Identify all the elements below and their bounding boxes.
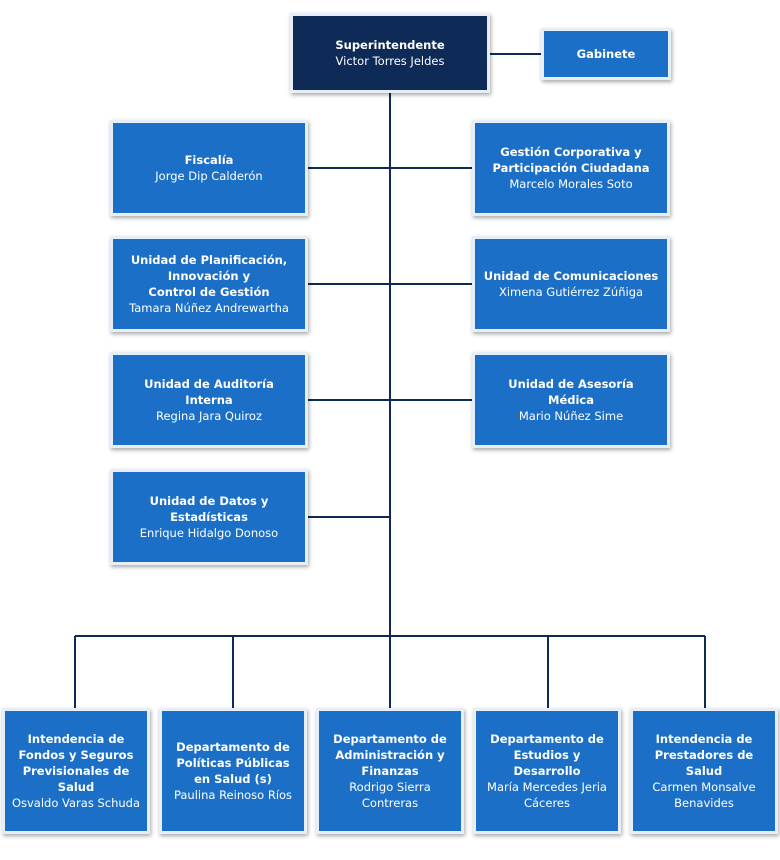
department-title: Departamento de Estudios y Desarrollo xyxy=(490,732,604,778)
department-title: Intendencia de Prestadores de Salud xyxy=(654,732,754,778)
unit-head-name: Ximena Gutiérrez Zúñiga xyxy=(498,285,644,299)
unit-audit-box: Unidad de Auditoría Interna Regina Jara … xyxy=(110,352,308,448)
unit-title: Unidad de Planificación, Innovación y Co… xyxy=(130,253,288,299)
unit-title: Unidad de Datos y Estadísticas xyxy=(149,494,269,524)
department-title: Departamento de Políticas Públicas en Sa… xyxy=(176,740,290,786)
unit-planning-box: Unidad de Planificación, Innovación y Co… xyxy=(110,236,308,332)
unit-title: Unidad de Comunicaciones xyxy=(483,269,659,283)
unit-title: Fiscalía xyxy=(184,153,234,167)
unit-title: Unidad de Auditoría Interna xyxy=(144,377,274,407)
unit-head-name: Marcelo Morales Soto xyxy=(509,177,633,191)
unit-data-box: Unidad de Datos y Estadísticas Enrique H… xyxy=(110,469,308,565)
unit-head-name: Enrique Hidalgo Donoso xyxy=(139,526,279,540)
unit-communications-box: Unidad de Comunicaciones Ximena Gutiérre… xyxy=(472,236,670,332)
cabinet-box: Gabinete xyxy=(541,28,671,80)
department-box-studies: Departamento de Estudios y Desarrollo Ma… xyxy=(473,708,621,834)
department-head-name: Paulina Reinoso Ríos xyxy=(173,788,293,802)
department-box-admin: Departamento de Administración y Finanza… xyxy=(316,708,464,834)
unit-head-name: Jorge Dip Calderón xyxy=(155,169,263,183)
superintendent-box: Superintendente Victor Torres Jeldes xyxy=(290,13,490,93)
unit-title: Gestión Corporativa y Participación Ciud… xyxy=(492,145,650,175)
cabinet-title: Gabinete xyxy=(576,47,636,61)
unit-head-name: Regina Jara Quiroz xyxy=(156,409,262,423)
superintendent-name: Victor Torres Jeldes xyxy=(335,54,445,68)
department-head-name: María Mercedes Jeria Cáceres xyxy=(487,780,607,810)
unit-head-name: Mario Núñez Sime xyxy=(518,409,624,423)
department-box-providers: Intendencia de Prestadores de Salud Carm… xyxy=(630,708,778,834)
department-head-name: Carmen Monsalve Benavides xyxy=(652,780,756,810)
unit-fiscalia-box: Fiscalía Jorge Dip Calderón xyxy=(110,120,308,216)
unit-corporate-box: Gestión Corporativa y Participación Ciud… xyxy=(472,120,670,216)
superintendent-title: Superintendente xyxy=(335,38,445,52)
department-box-funds: Intendencia de Fondos y Seguros Previsio… xyxy=(2,708,150,834)
department-head-name: Osvaldo Varas Schuda xyxy=(11,796,141,810)
unit-head-name: Tamara Núñez Andrewartha xyxy=(129,301,289,315)
department-title: Departamento de Administración y Finanza… xyxy=(333,732,447,778)
department-title: Intendencia de Fondos y Seguros Previsio… xyxy=(18,732,134,794)
unit-title: Unidad de Asesoría Médica xyxy=(508,377,634,407)
unit-medical-box: Unidad de Asesoría Médica Mario Núñez Si… xyxy=(472,352,670,448)
department-box-policy: Departamento de Políticas Públicas en Sa… xyxy=(159,708,307,834)
department-head-name: Rodrigo Sierra Contreras xyxy=(349,780,431,810)
